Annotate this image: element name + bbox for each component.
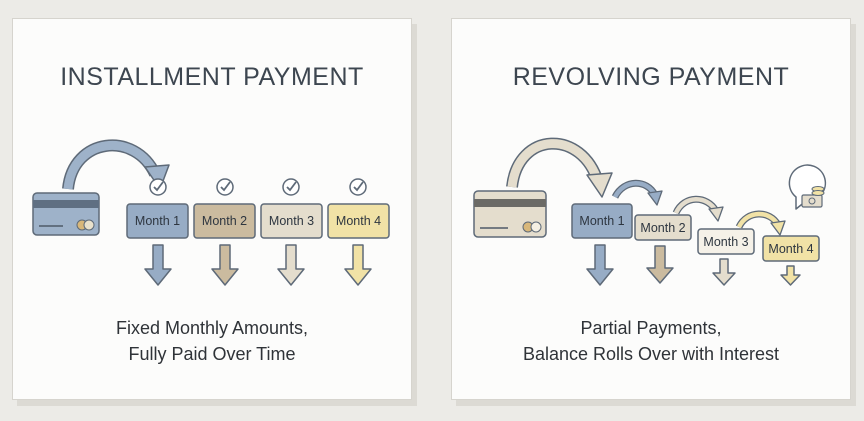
caption-line: Fully Paid Over Time	[128, 344, 296, 364]
credit-card-icon	[473, 190, 547, 238]
down-arrow-icon	[646, 245, 674, 284]
installment-caption: Fixed Monthly Amounts, Fully Paid Over T…	[13, 315, 411, 367]
month-box: Month 2	[634, 214, 692, 241]
month-label: Month 2	[640, 221, 685, 235]
month-box: Month 3	[260, 203, 323, 239]
check-circle-icon	[349, 178, 367, 196]
month-box: Month 3	[697, 228, 755, 255]
curved-arrow-icon	[735, 210, 786, 236]
down-arrow-icon	[586, 244, 614, 286]
month-box: Month 4	[327, 203, 390, 239]
month-label: Month 1	[579, 214, 624, 228]
revolving-panel: REVOLVING PAYMENT	[451, 18, 851, 400]
month-box: Month 1	[126, 203, 189, 239]
month-label: Month 2	[202, 214, 247, 228]
month-label: Month 4	[336, 214, 381, 228]
month-label: Month 4	[768, 242, 813, 256]
check-circle-icon	[149, 178, 167, 196]
curved-arrow-icon	[506, 137, 613, 198]
curved-arrow-icon	[62, 139, 170, 190]
installment-panel: INSTALLMENT PAYMENT	[12, 18, 412, 400]
revolving-diagram: Month 1 Month 2 Month 3 Month 4	[473, 137, 827, 286]
curved-arrow-icon	[672, 195, 724, 222]
revolving-caption: Partial Payments, Balance Rolls Over wit…	[452, 315, 850, 367]
month-label: Month 1	[135, 214, 180, 228]
check-circle-icon	[282, 178, 300, 196]
revolving-title: REVOLVING PAYMENT	[512, 63, 790, 91]
credit-card-icon	[32, 192, 100, 236]
installment-title: INSTALLMENT PAYMENT	[60, 63, 364, 91]
curved-arrow-icon	[611, 179, 663, 206]
caption-line: Balance Rolls Over with Interest	[522, 344, 780, 364]
caption-line: Fixed Monthly Amounts,	[115, 318, 309, 338]
down-arrow-icon	[277, 244, 305, 286]
month-box: Month 4	[762, 235, 820, 262]
month-box: Month 1	[571, 203, 633, 239]
caption-line: Partial Payments,	[580, 318, 722, 338]
check-circle-icon	[216, 178, 234, 196]
down-arrow-icon	[780, 265, 801, 286]
installment-diagram: Month 1 Month 2 Month 3 Month 4	[32, 139, 390, 286]
down-arrow-icon	[712, 258, 736, 286]
money-speech-bubble-icon	[788, 164, 827, 210]
down-arrow-icon	[144, 244, 172, 286]
month-label: Month 3	[269, 214, 314, 228]
down-arrow-icon	[211, 244, 239, 286]
month-label: Month 3	[703, 235, 748, 249]
month-box: Month 2	[193, 203, 256, 239]
down-arrow-icon	[344, 244, 372, 286]
